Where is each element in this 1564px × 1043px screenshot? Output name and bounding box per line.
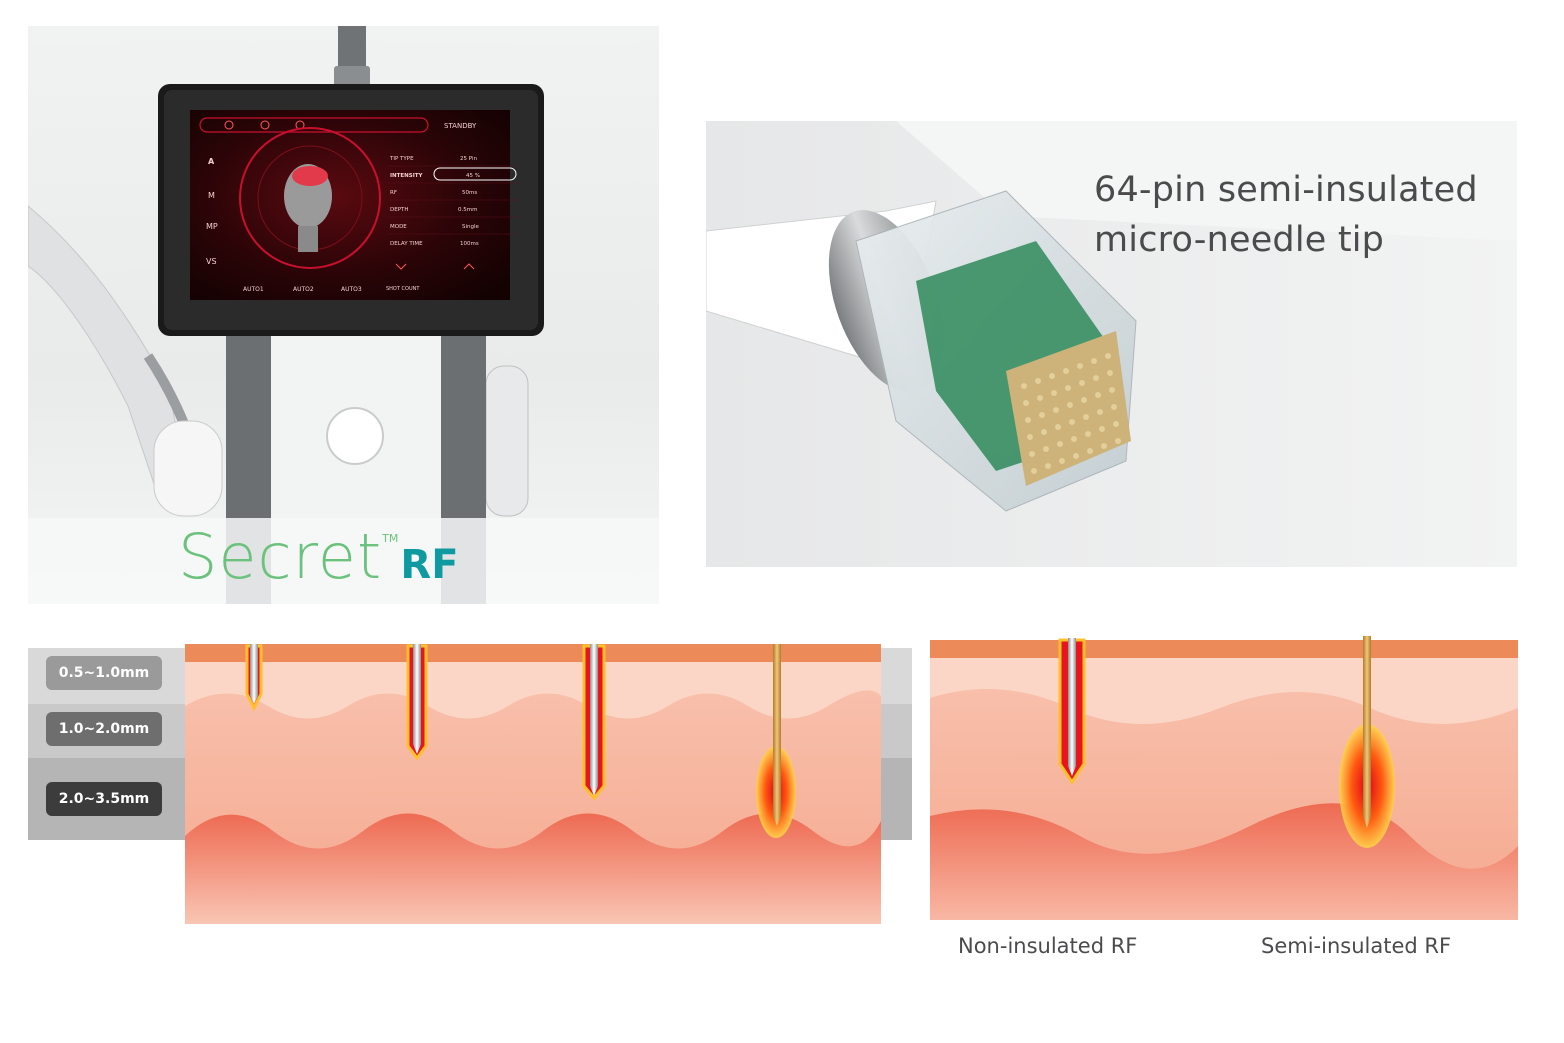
tab-auto1[interactable]: AUTO1 (243, 286, 264, 293)
tip-caption-line2: micro-needle tip (1094, 220, 1385, 260)
depth-illustration (28, 644, 912, 924)
mode-m[interactable]: M (208, 191, 215, 200)
brand-logo: SecretTMRF (178, 520, 459, 593)
param-value: 50ms (462, 190, 477, 196)
gold-pin-grid (1006, 331, 1131, 486)
upper-dermis (185, 662, 881, 719)
comparison-illustration (930, 636, 1518, 920)
screen-status: STANDBY (444, 122, 477, 130)
tab-auto2[interactable]: AUTO2 (293, 286, 314, 293)
comparison-panel: Non-insulated RF Semi-insulated RF (930, 636, 1518, 966)
mode-a[interactable]: A (208, 157, 215, 166)
brand-suffix: RF (400, 542, 459, 588)
tip-caption-line1: 64-pin semi-insulated (1094, 170, 1478, 210)
param-value: Single (462, 224, 480, 230)
needle-non-insulated (1058, 638, 1086, 785)
depth-label-shallow: 0.5~1.0mm (46, 656, 162, 690)
chevron-up-icon[interactable] (463, 263, 475, 270)
param-value: 100ms (460, 241, 479, 247)
deep-dermis (185, 813, 881, 924)
epidermis (930, 640, 1518, 658)
device-illustration: STANDBY A M MP VS TIP TYPE 25 Pin INTENS… (28, 26, 659, 604)
epidermis (185, 644, 881, 662)
param-value: 0.5mm (458, 207, 477, 213)
param-value: 25 Pin (460, 156, 477, 162)
label-semi-insulated: Semi-insulated RF (1261, 934, 1452, 958)
param-label: DELAY TIME (390, 241, 423, 247)
needle-semi-insulated (756, 644, 796, 838)
needle-deep (582, 644, 606, 801)
param-label: TIP TYPE (389, 156, 414, 162)
tab-shot-count[interactable]: SHOT COUNT (386, 286, 420, 292)
param-label: MODE (390, 224, 407, 230)
left-handpiece (153, 420, 223, 517)
touch-screen (190, 110, 510, 300)
param-label: RF (390, 190, 397, 196)
needle-mid (406, 644, 428, 761)
tip-caption: 64-pin semi-insulated micro-needle tip (1094, 165, 1478, 265)
depth-panel: 0.5~1.0mm 1.0~2.0mm 2.0~3.5mm (28, 636, 912, 924)
micro-needle-tip-illustration (706, 121, 1517, 512)
needle-shallow (245, 644, 263, 712)
tab-auto3[interactable]: AUTO3 (341, 286, 362, 293)
param-label: DEPTH (390, 207, 409, 213)
param-label: INTENSITY (390, 173, 424, 179)
depth-label-deep: 2.0~3.5mm (46, 782, 162, 816)
brand-tm: TM (382, 532, 399, 545)
right-handpiece (485, 365, 529, 517)
chevron-down-icon[interactable] (395, 263, 407, 270)
param-value: 45 % (466, 173, 480, 179)
control-knob (326, 407, 384, 465)
tip-panel: 64-pin semi-insulated micro-needle tip (706, 121, 1517, 567)
intensity-selected[interactable] (433, 167, 517, 181)
brand-name: Secret (178, 520, 383, 593)
needle-semi-insulated (1339, 636, 1395, 848)
depth-label-mid: 1.0~2.0mm (46, 712, 162, 746)
param-list: TIP TYPE 25 Pin INTENSITY 45 % RF 50ms D… (389, 156, 517, 247)
mode-vs[interactable]: VS (206, 257, 217, 266)
label-non-insulated: Non-insulated RF (958, 934, 1138, 958)
device-panel: STANDBY A M MP VS TIP TYPE 25 Pin INTENS… (28, 26, 659, 604)
mode-mp[interactable]: MP (206, 222, 218, 231)
